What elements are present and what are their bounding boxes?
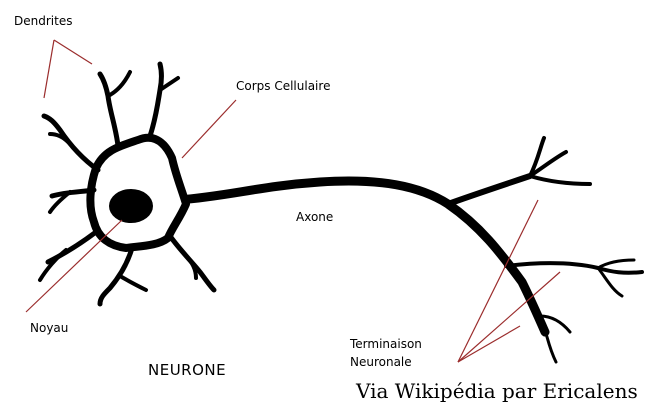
label-corps-cellulaire: Corps Cellulaire <box>236 79 330 93</box>
label-dendrites: Dendrites <box>14 14 72 28</box>
dendrite-12 <box>120 276 146 290</box>
axon <box>178 181 545 332</box>
dendrite-14 <box>186 256 196 278</box>
leader-corps <box>182 100 236 158</box>
dendrite-11 <box>100 248 132 304</box>
nucleus <box>109 189 153 223</box>
axon-terminal-6 <box>545 330 556 362</box>
dendrite-2 <box>108 72 130 96</box>
leader-noyau <box>26 220 122 312</box>
diagram-title: NEURONE <box>148 361 226 379</box>
axon-terminal-3 <box>530 176 590 184</box>
dendrite-3 <box>150 64 162 136</box>
dendrite-1 <box>100 74 118 146</box>
leader-dendrites-2 <box>44 40 54 98</box>
dendrite-10 <box>40 250 66 280</box>
label-noyau: Noyau <box>30 321 68 335</box>
label-terminaison-line2: Neuronale <box>350 355 412 369</box>
axon-branch-lower <box>506 263 642 273</box>
label-axone: Axone <box>296 210 333 224</box>
dendrite-5 <box>44 116 98 170</box>
label-terminaison-line1: Terminaison <box>349 337 422 351</box>
credit-text: Via Wikipédia par Ericalens <box>355 379 638 403</box>
neuron-illustration <box>40 64 642 362</box>
leader-dendrites-1 <box>54 40 92 64</box>
axon-branch-upper <box>448 176 530 204</box>
axon-terminal-5 <box>598 260 634 268</box>
